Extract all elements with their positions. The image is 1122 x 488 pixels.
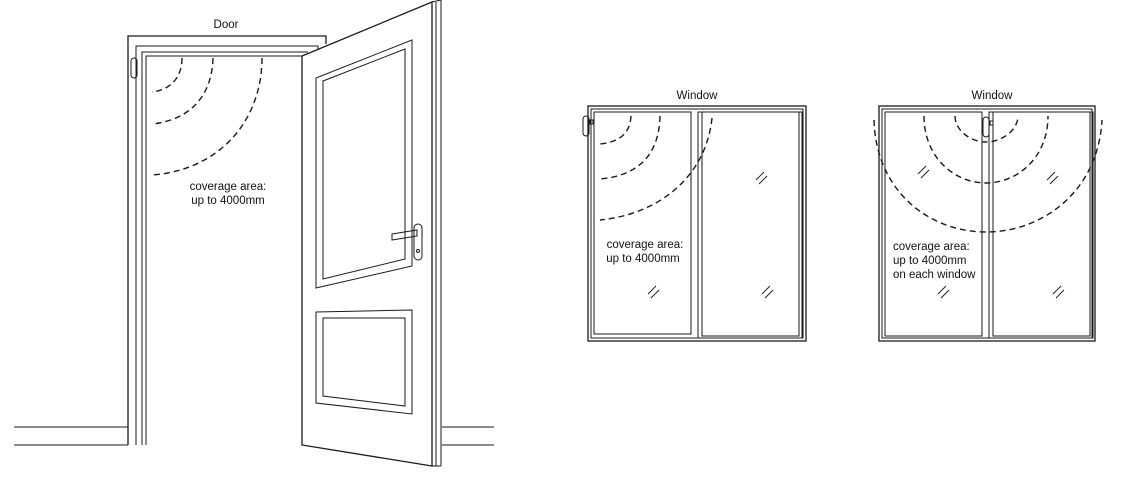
window-double-outer-frame	[878, 105, 1096, 342]
window-single-title: Window	[677, 90, 719, 102]
glass-reflection-icon	[755, 171, 768, 185]
glass-reflection-icon	[917, 165, 930, 179]
window-double-title: Window	[972, 90, 1014, 102]
window-single-sensor-icon	[582, 115, 594, 137]
door-handle-icon	[391, 223, 423, 261]
window-double-coverage-label-line1: coverage area:	[893, 241, 970, 253]
glass-reflection-icon	[761, 285, 774, 299]
window-single-coverage-label-line1: coverage area:	[607, 239, 684, 251]
window-single-coverage-label-line2: up to 4000mm	[606, 253, 680, 265]
window-single-outer-frame	[587, 105, 807, 342]
window-double-illustration: Window coverage area: up to 4000mm on ea…	[873, 90, 1103, 342]
door-sensor-icon	[130, 57, 138, 79]
glass-reflection-icon	[1052, 285, 1065, 299]
door-lower-panel	[315, 309, 413, 415]
door-upper-panel	[315, 39, 413, 289]
window-double-left-pane	[884, 111, 983, 337]
window-single-coverage-arcs	[599, 115, 713, 221]
window-single-illustration: Window coverage area: up to 4000mm	[582, 90, 807, 342]
door-illustration: Door coverage area: up to 4000mm	[14, 0, 494, 467]
window-single-right-pane	[701, 111, 800, 337]
glass-reflection-icon	[937, 285, 950, 299]
door-coverage-label-line1: coverage area:	[190, 181, 267, 193]
window-single-left-pane	[593, 111, 692, 335]
floor-line-right	[442, 426, 494, 446]
window-double-sensor-icon	[982, 116, 994, 138]
floor-line-left	[14, 426, 128, 446]
door-coverage-label-line2: up to 4000mm	[191, 195, 265, 207]
window-double-coverage-arcs	[873, 115, 1103, 233]
door-frame	[127, 35, 327, 445]
door-title: Door	[214, 19, 239, 31]
window-double-coverage-label-line3: on each window	[893, 269, 976, 281]
window-double-coverage-label-line2: up to 4000mm	[893, 255, 967, 267]
glass-reflection-icon	[1046, 171, 1059, 185]
open-door-leaf	[301, 0, 442, 467]
door-coverage-arcs	[151, 57, 263, 176]
glass-reflection-icon	[647, 285, 660, 299]
